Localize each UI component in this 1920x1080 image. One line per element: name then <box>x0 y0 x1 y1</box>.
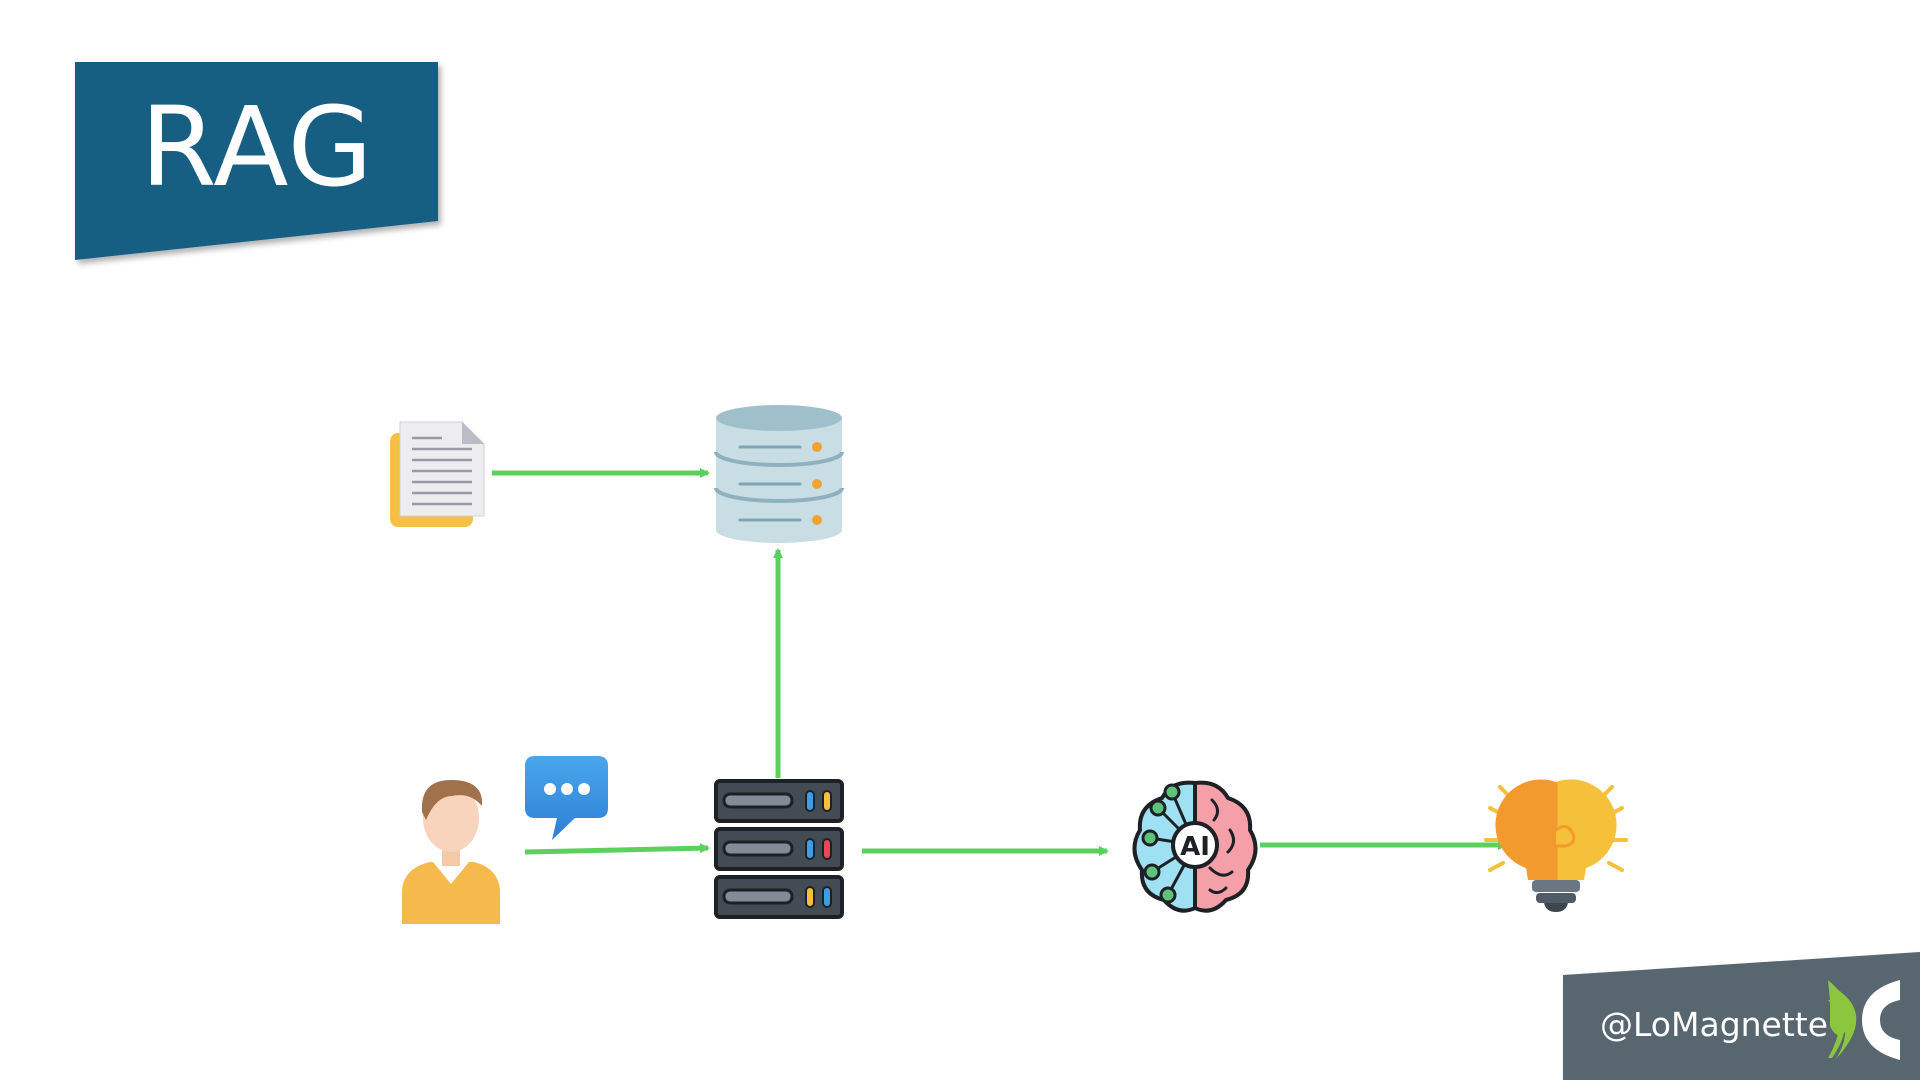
lightbulb-icon <box>1484 779 1628 912</box>
brand-logo <box>1828 980 1900 1060</box>
footer-handle: @LoMagnette <box>1600 1005 1829 1044</box>
slide-title: RAG <box>140 83 374 211</box>
database-icon <box>714 405 844 543</box>
user-icon <box>402 780 500 924</box>
chat-bubble-icon <box>525 756 608 840</box>
ai-brain-icon: AI <box>1132 780 1258 913</box>
document-icon <box>390 421 485 527</box>
ai-brain-label: AI <box>1180 832 1210 862</box>
server-icon <box>714 779 844 919</box>
edge-user-to-server <box>524 843 710 855</box>
